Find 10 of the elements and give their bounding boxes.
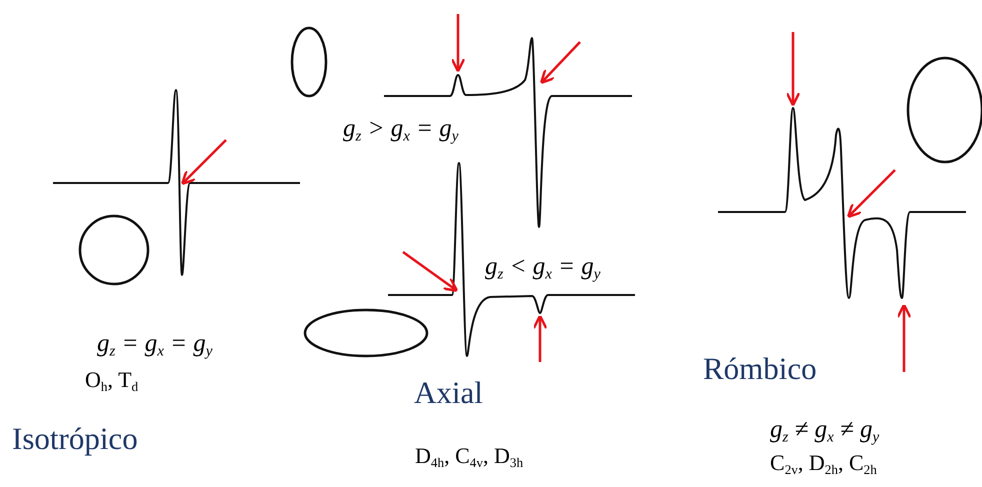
heading: Isotrópico: [12, 422, 138, 456]
heading: Rómbico: [703, 352, 817, 386]
equation: g$_{z}$ > g$_{x}$ = g$_{y}$: [343, 115, 458, 145]
point-group-list: O$_{h}$, T$_{d}$: [85, 368, 138, 394]
equation: g$_{z}$ < g$_{x}$ = g$_{y}$: [485, 253, 600, 283]
equation: g$_{z}$ = g$_{x}$ = g$_{y}$: [97, 330, 212, 360]
heading: Axial: [414, 376, 483, 410]
point-group-list: C$_{2v}$, D$_{2h}$, C$_{2h}$: [770, 451, 877, 478]
point-group-list: D$_{4h}$, C$_{4v}$, D$_{3h}$: [415, 444, 524, 470]
equation: g$_{z}$ ≠ g$_{x}$ ≠ g$_{y}$: [770, 416, 880, 446]
